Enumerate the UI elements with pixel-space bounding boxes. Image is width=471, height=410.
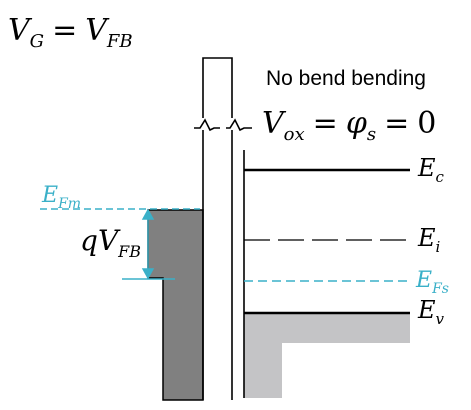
intrinsic-level-label: Ei [417,224,441,256]
flatband-voltage-label: qVFB [80,224,141,261]
oxide-voltage-equation: Vox=φs=0 [262,106,436,145]
conduction-band-label: Ec [417,154,445,186]
oxide-barrier [194,57,252,400]
valence-band-label: Ev [417,296,445,328]
metal-fermi-level-label: EFm [41,183,81,212]
semiconductor-fermi-level-label: EFs [415,268,449,297]
metal-gate-region [147,209,204,401]
no-band-bending-annotation: No bend bending [266,67,426,90]
flatband-condition-label: VG=VFB [8,13,133,52]
flatband-arrow [141,208,155,280]
semiconductor-valence-region [244,313,410,398]
